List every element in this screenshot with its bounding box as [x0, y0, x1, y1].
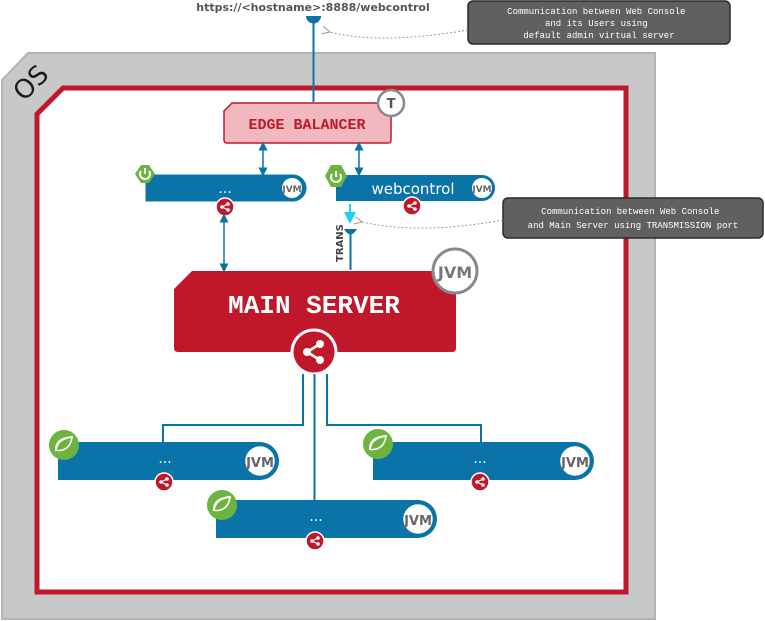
boot-node-webcontrol[interactable]: webcontrol JVM — [325, 165, 495, 216]
power-glyph — [139, 168, 151, 180]
main-server-label: MAIN SERVER — [228, 291, 400, 321]
jvm-badge-label: JVM — [437, 263, 472, 282]
jvm-badge-icon — [557, 443, 593, 479]
node-label: ... — [473, 451, 486, 467]
svg-text:Communication between Web Cons: Communication between Web Console and Ma… — [528, 207, 739, 231]
share-icon — [402, 196, 422, 216]
share-icon — [290, 328, 338, 376]
callout-transmission: Communication between Web Console and Ma… — [362, 197, 764, 239]
svg-text:Communication between Web Cons: Communication between Web Console and it… — [507, 7, 691, 41]
callout-users: Communication between Web Console and it… — [330, 0, 731, 45]
callout-line: default admin virtual server — [523, 31, 674, 41]
spring-node-3[interactable]: ... JVM — [207, 490, 437, 551]
trans-connector: TRANS — [335, 204, 357, 270]
power-glyph — [330, 171, 342, 183]
callout-line: Communication between Web Console — [507, 7, 685, 17]
node-label: webcontrol — [371, 180, 454, 198]
jvm-badge-icon — [280, 176, 304, 200]
main-to-nodes-links — [162, 374, 482, 500]
jvm-badge-label: JVM — [281, 185, 301, 195]
transport-badge-icon — [376, 88, 406, 118]
share-icon — [154, 472, 174, 492]
jvm-badge-label: JVM — [471, 185, 491, 195]
main-server[interactable]: MAIN SERVER JVM — [174, 247, 479, 376]
spring-node-1[interactable]: ... JVM — [49, 430, 279, 492]
url-label: https://<hostname>:8888/webcontrol — [196, 1, 429, 14]
share-icon — [215, 197, 235, 217]
share-icon — [305, 531, 325, 551]
edge-balancer[interactable]: EDGE BALANCER T — [223, 88, 406, 144]
jvm-badge-label: JVM — [403, 514, 432, 529]
spring-leaf-icon — [49, 430, 79, 460]
jvm-badge-icon — [242, 443, 278, 479]
node-label: ... — [309, 509, 322, 525]
jvm-badge-label: JVM — [245, 456, 274, 471]
node-label: ... — [158, 451, 171, 467]
callout-line: Communication between Web Console — [541, 207, 719, 217]
callout-line: and its Users using — [545, 19, 648, 29]
trans-label: TRANS — [335, 224, 346, 262]
spring-leaf-icon — [207, 490, 237, 520]
jvm-badge-icon — [431, 247, 479, 295]
jvm-badge-label: JVM — [560, 456, 589, 471]
port-connector — [306, 16, 321, 102]
transport-badge-label: T — [387, 97, 396, 112]
jvm-badge-icon — [400, 501, 436, 537]
jvm-badge-icon — [470, 176, 494, 200]
spring-leaf-icon — [363, 429, 393, 459]
edge-balancer-label: EDGE BALANCER — [248, 117, 365, 134]
spring-node-2[interactable]: ... JVM — [363, 429, 594, 492]
node-label: ... — [218, 181, 231, 197]
boot-node-1[interactable]: ... JVM — [135, 165, 307, 217]
share-icon — [470, 472, 490, 492]
callout-line: and Main Server using TRANSMISSION port — [528, 221, 739, 231]
